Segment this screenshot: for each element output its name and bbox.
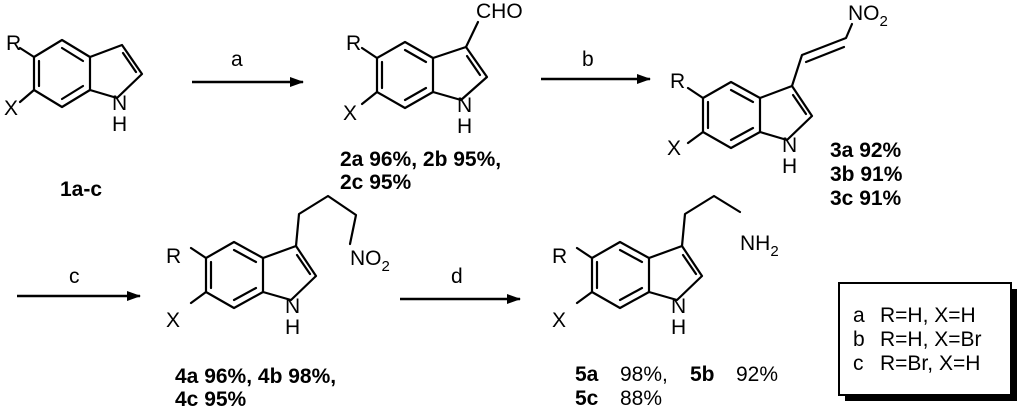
compound-5-h-label: H bbox=[671, 316, 686, 339]
compound-2-x-label: X bbox=[343, 102, 357, 125]
arrow-a: a bbox=[192, 48, 304, 87]
compound-4: NO2 R X N H 4a 96%, 4b 98%, 4c 95% bbox=[166, 194, 390, 411]
compound-5-skeleton bbox=[575, 194, 742, 310]
compound-3-x-label: X bbox=[667, 137, 681, 160]
compound-5-yield-5a-value: 98%, bbox=[620, 363, 668, 386]
compound-2-n-label: N bbox=[457, 94, 472, 117]
compound-4-r-label: R bbox=[166, 245, 181, 268]
conditions-legend: a R=H, X=H b R=H, X=Br c R=Br, X=H bbox=[838, 282, 1017, 401]
compound-4-yield-line2: 4c 95% bbox=[175, 388, 247, 411]
compound-5-nh2-text: NH bbox=[740, 232, 770, 255]
compound-2-cho-label: CHO bbox=[476, 0, 523, 23]
legend-key-c: c bbox=[853, 352, 864, 375]
compound-3-skeleton bbox=[686, 22, 854, 150]
arrow-d-label: d bbox=[451, 265, 463, 288]
arrow-d: d bbox=[400, 265, 521, 304]
compound-3-no2-label: NO2 bbox=[848, 2, 888, 30]
compound-1-h-label: H bbox=[112, 113, 127, 136]
compound-5-yield-5c-id: 5c bbox=[575, 387, 599, 410]
compound-2-skeleton bbox=[360, 20, 489, 110]
compound-5-r-label: R bbox=[552, 245, 567, 268]
arrow-b-label: b bbox=[582, 48, 594, 71]
arrow-b: b bbox=[541, 48, 651, 84]
legend-text-c: R=Br, X=H bbox=[880, 352, 980, 375]
compound-5-nh2-subscript: 2 bbox=[770, 243, 778, 260]
compound-1-n-label: N bbox=[112, 92, 127, 115]
compound-2-r-label: R bbox=[346, 32, 361, 55]
compound-3-no2-subscript: 2 bbox=[880, 13, 888, 30]
legend-text-b: R=H, X=Br bbox=[880, 328, 982, 351]
compound-3-yield-3b: 3b 91% bbox=[830, 163, 903, 186]
compound-4-skeleton bbox=[189, 194, 358, 310]
compound-3-h-label: H bbox=[782, 155, 797, 178]
compound-4-no2-text: NO bbox=[350, 247, 382, 270]
compound-3-yield-3a: 3a 92% bbox=[830, 139, 902, 162]
legend-key-b: b bbox=[853, 328, 865, 351]
compound-4-yield-line1: 4a 96%, 4b 98%, bbox=[175, 365, 336, 388]
compound-5-nh2-label: NH2 bbox=[740, 232, 779, 260]
compound-1: R X N H 1a-c bbox=[4, 32, 144, 201]
compound-5: NH2 R X N H 5a 98%, 5b 92% 5c 88% bbox=[552, 194, 779, 410]
compound-5-x-label: X bbox=[552, 309, 566, 332]
compound-4-h-label: H bbox=[285, 316, 300, 339]
compound-3: NO2 R X N H 3a 92% 3b 91% 3c 91% bbox=[667, 2, 903, 210]
compound-2-yield-line2: 2c 95% bbox=[340, 171, 412, 194]
legend-key-a: a bbox=[853, 304, 865, 327]
compound-3-n-label: N bbox=[782, 134, 797, 157]
compound-4-x-label: X bbox=[166, 309, 180, 332]
compound-1-r-label: R bbox=[6, 32, 21, 55]
compound-5-yield-5b-id: 5b bbox=[690, 363, 715, 386]
compound-4-n-label: N bbox=[285, 295, 300, 318]
compound-3-yield-3c: 3c 91% bbox=[830, 187, 902, 210]
arrow-c: c bbox=[17, 265, 141, 301]
compound-4-no2-subscript: 2 bbox=[382, 258, 390, 275]
compound-5-yield-5c-value: 88% bbox=[620, 387, 662, 410]
compound-3-no2-text: NO bbox=[848, 2, 880, 25]
compound-5-yield-5a-id: 5a bbox=[575, 363, 599, 386]
arrow-a-label: a bbox=[231, 48, 243, 71]
compound-5-n-label: N bbox=[671, 295, 686, 318]
compound-5-yield-5b-value: 92% bbox=[736, 363, 778, 386]
compound-1-x-label: X bbox=[4, 97, 18, 120]
compound-2-h-label: H bbox=[457, 115, 472, 138]
compound-1-skeleton bbox=[18, 38, 144, 109]
compound-1-label: 1a-c bbox=[60, 178, 102, 201]
compound-2-yield-line1: 2a 96%, 2b 95%, bbox=[340, 148, 501, 171]
compound-2: CHO R X N H 2a 96%, 2b 95%, 2c 95% bbox=[340, 0, 523, 194]
arrow-c-label: c bbox=[69, 265, 80, 288]
legend-box bbox=[838, 282, 1012, 396]
compound-4-no2-label: NO2 bbox=[350, 247, 390, 275]
legend-text-a: R=H, X=H bbox=[880, 304, 976, 327]
compound-3-r-label: R bbox=[670, 70, 685, 93]
